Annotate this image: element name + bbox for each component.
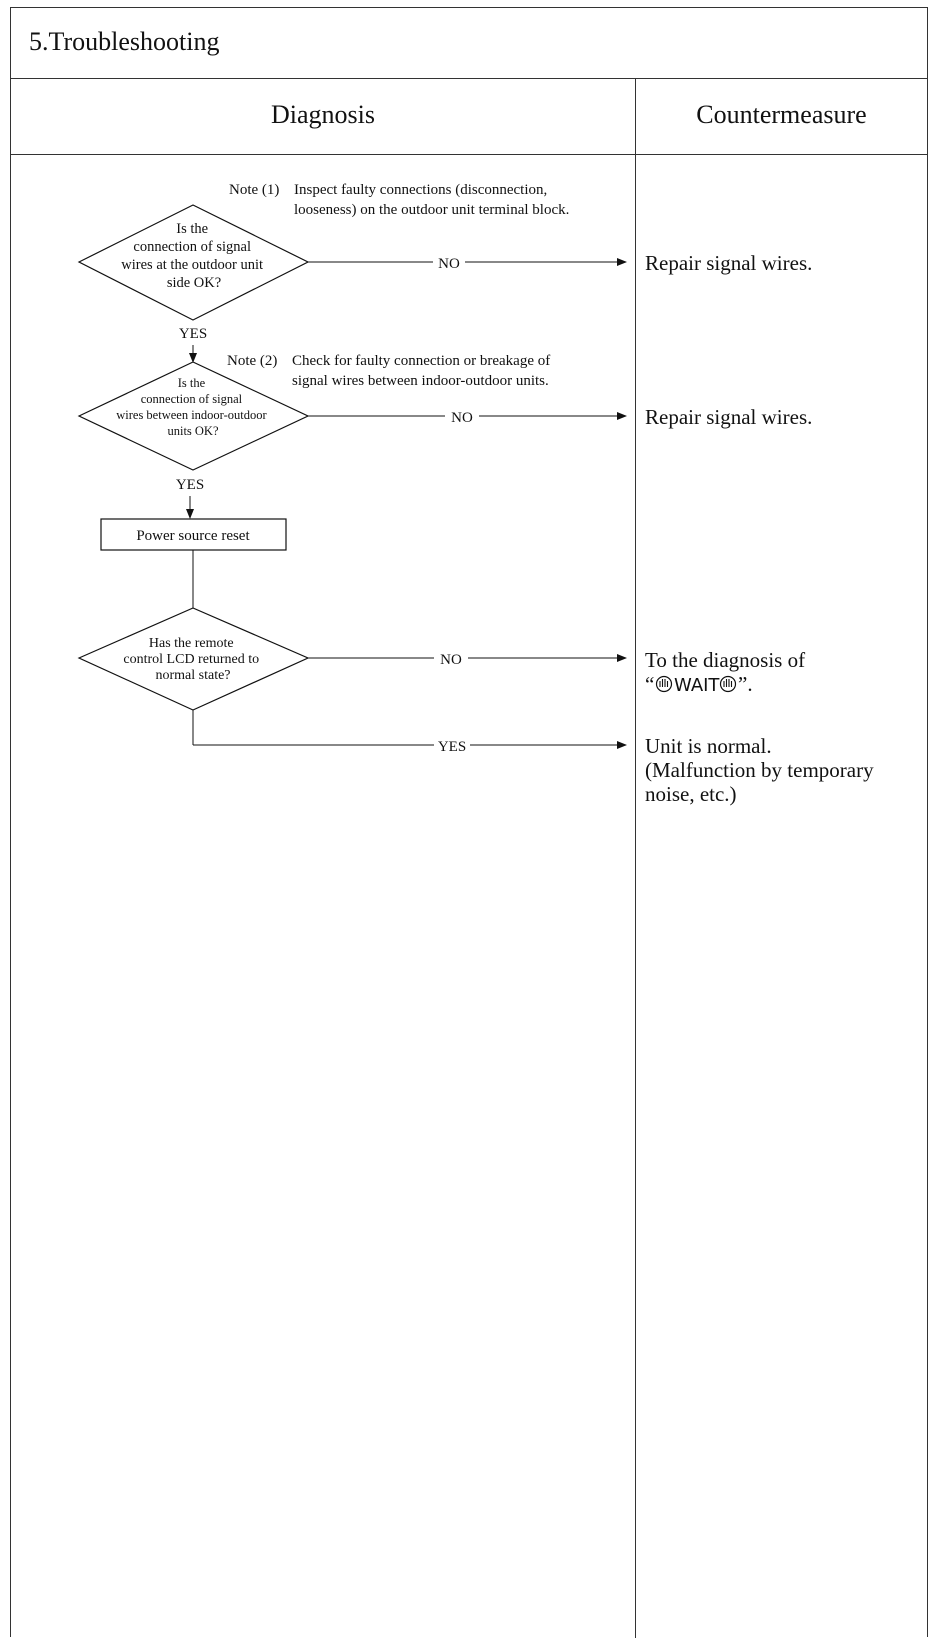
note2-label: Note (2) xyxy=(227,353,277,369)
yes-label-2: YES xyxy=(176,477,204,493)
decision-2-text: Is the connection of signal wires betwee… xyxy=(116,376,270,438)
yes-label-1: YES xyxy=(179,326,207,342)
svg-text:”.: ”. xyxy=(738,672,753,696)
power-reset-label: Power source reset xyxy=(136,528,250,544)
hand-wait-icon xyxy=(719,675,737,693)
countermeasure-4-line3: noise, etc.) xyxy=(645,782,737,806)
note1-label: Note (1) xyxy=(229,182,279,198)
column-divider xyxy=(635,78,636,1638)
title-bar: 5.Troubleshooting xyxy=(11,8,927,79)
power-reset-box xyxy=(100,518,287,551)
decision-1-text: Is the connection of signal wires at the… xyxy=(121,221,266,291)
countermeasure-3-line1: To the diagnosis of xyxy=(645,648,805,672)
note1-text-line2: looseness) on the outdoor unit terminal … xyxy=(294,202,569,218)
no-label-3: NO xyxy=(440,652,462,668)
page-frame: 5.Troubleshooting Diagnosis Countermeasu… xyxy=(10,7,928,1638)
countermeasure-header: Countermeasure xyxy=(696,100,867,129)
no-label-2: NO xyxy=(451,410,473,426)
countermeasure-3-line2: “ WAIT ”. xyxy=(645,672,753,696)
note2-text-line1: Check for faulty connection or breakage … xyxy=(292,353,550,369)
hand-wait-icon xyxy=(655,675,673,693)
svg-text:“: “ xyxy=(645,672,654,696)
diagnosis-header: Diagnosis xyxy=(271,100,375,129)
countermeasure-1: Repair signal wires. xyxy=(645,251,812,275)
decision-3-text: Has the remote control LCD returned to n… xyxy=(123,636,262,683)
yes-label-3: YES xyxy=(438,739,466,755)
note1-text-line1: Inspect faulty connections (disconnectio… xyxy=(294,182,547,198)
svg-text:WAIT: WAIT xyxy=(674,675,720,696)
countermeasure-2: Repair signal wires. xyxy=(645,405,812,429)
countermeasure-4-line2: (Malfunction by temporary xyxy=(645,758,874,782)
no-label-1: NO xyxy=(438,256,460,272)
page-title: 5.Troubleshooting xyxy=(29,27,220,56)
note2-text-line2: signal wires between indoor-outdoor unit… xyxy=(292,373,549,389)
column-header-row: Diagnosis Countermeasure xyxy=(11,78,927,155)
countermeasure-4-line1: Unit is normal. xyxy=(645,734,772,758)
